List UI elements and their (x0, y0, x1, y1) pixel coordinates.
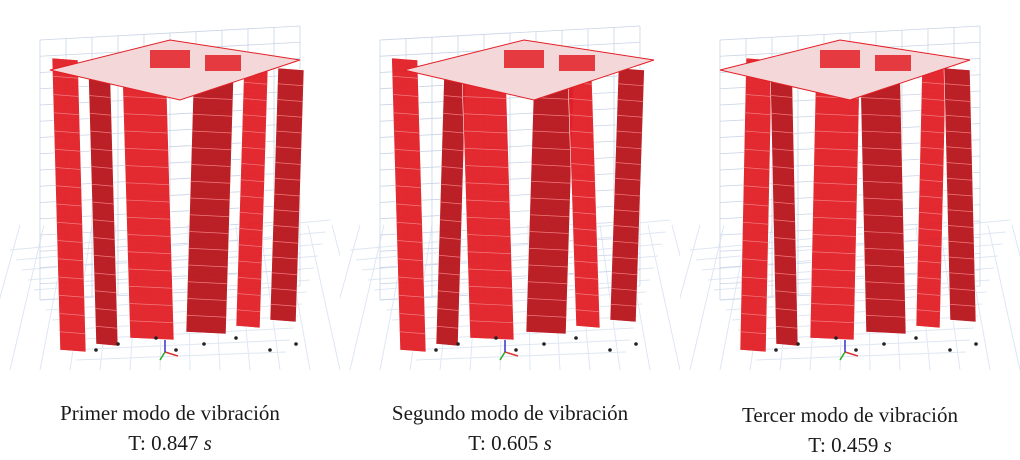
deformed-walls (51, 57, 305, 353)
mode-1-period-value: T: 0.847 (128, 431, 199, 455)
mode-3-caption: Tercer modo de vibración T: 0.459 s (680, 400, 1020, 460)
mode-1-period: T: 0.847 s (0, 428, 340, 458)
mode-2-period: T: 0.605 s (340, 428, 680, 458)
mode-3-title: Tercer modo de vibración (741, 403, 959, 427)
mode-1-period-unit: s (203, 431, 212, 455)
mode-1-title: Primer modo de vibración (60, 401, 280, 425)
roof-slab (719, 39, 971, 101)
base-supports (94, 336, 298, 352)
building-mode-3-diagram (680, 25, 1020, 370)
base-supports (434, 336, 638, 352)
mode-2-period-value: T: 0.605 (468, 431, 539, 455)
mode-2-title: Segundo modo de vibración (391, 401, 629, 425)
building-mode-1-diagram (0, 25, 340, 370)
mode-2-caption: Segundo modo de vibración T: 0.605 s (340, 398, 680, 458)
mode-3-period-value: T: 0.459 (808, 433, 879, 457)
roof-slab (403, 39, 655, 101)
mode-1-caption: Primer modo de vibración T: 0.847 s (0, 398, 340, 458)
axis-marker (159, 340, 179, 361)
mode-3-period: T: 0.459 s (680, 430, 1020, 460)
axis-marker (499, 340, 519, 361)
roof-slab (49, 39, 301, 101)
deformed-walls (739, 57, 977, 353)
mode-panel-1: Primer modo de vibración T: 0.847 s (0, 0, 340, 460)
base-supports (774, 336, 978, 352)
building-mode-2-diagram (340, 25, 680, 370)
mode-panel-3: Tercer modo de vibración T: 0.459 s (680, 0, 1020, 460)
mode-3-period-unit: s (883, 433, 892, 457)
deformed-walls (391, 57, 645, 353)
axis-marker (839, 340, 859, 361)
mode-2-period-unit: s (543, 431, 552, 455)
mode-panel-2: Segundo modo de vibración T: 0.605 s (340, 0, 680, 460)
